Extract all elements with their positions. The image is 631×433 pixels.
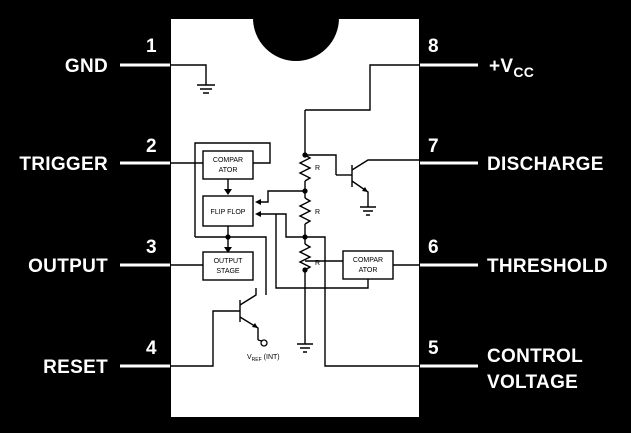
pin-8-label: +VCC (489, 56, 534, 80)
gnd-symbol-pin1 (170, 64, 215, 94)
pin-7-label: DISCHARGE (487, 154, 604, 175)
pin-1-number: 1 (146, 36, 157, 57)
pin-6-label: THRESHOLD (487, 256, 608, 277)
chip-body (169, 17, 421, 419)
flip-flop-block: FLIP FLOP (202, 195, 254, 227)
output-stage-line1: OUTPUT (214, 258, 244, 265)
discharge-transistor (336, 159, 420, 216)
pin-7-number: 7 (428, 136, 439, 157)
reset-transistor (239, 288, 268, 347)
resistor-label-1: R (315, 165, 320, 172)
vcc-wire (305, 64, 420, 111)
pin-5-label-line1: CONTROL (487, 346, 583, 367)
pin-5-number: 5 (428, 338, 439, 359)
vref-terminal (260, 339, 268, 347)
output-stage-block: OUTPUT STAGE (202, 251, 254, 281)
resistor-label-2: R (315, 209, 320, 216)
vref-label: VREF(INT) (247, 354, 280, 363)
output-stage-line2: STAGE (216, 268, 240, 275)
pin-3-number: 3 (146, 237, 157, 258)
resistor-2 (298, 197, 312, 225)
pin-5-label-line2: VOLTAGE (487, 372, 578, 393)
gnd-symbol-divider (297, 343, 313, 353)
gnd-symbol-discharge (360, 206, 376, 216)
pin-4-number: 4 (146, 338, 157, 359)
junction-r3-bottom (302, 267, 308, 273)
resistor-3 (298, 243, 312, 271)
internal-schematic: R R R COMPAR ATOR FLIP FLOP (170, 64, 420, 367)
comparator-threshold-block: COMPAR ATOR (342, 250, 394, 280)
pin-1-label: GND (65, 56, 108, 77)
pin-4-label: RESET (43, 357, 108, 378)
pin-6-number: 6 (428, 237, 439, 258)
pin-3-label: OUTPUT (28, 256, 108, 277)
pin-2-number: 2 (146, 136, 157, 157)
comparator-threshold-line1: COMPAR (353, 257, 383, 264)
comparator-trigger-block: COMPAR ATOR (202, 150, 254, 180)
flip-flop-label: FLIP FLOP (211, 209, 246, 216)
comparator-threshold-line2: ATOR (359, 267, 378, 274)
comparator-trigger-line1: COMPAR (213, 157, 243, 164)
pin-2-label: TRIGGER (19, 154, 108, 175)
comparator-trigger-line2: ATOR (219, 167, 238, 174)
resistor-label-3: R (315, 260, 320, 267)
control-voltage-wire (305, 236, 420, 367)
pin-8-number: 8 (428, 36, 439, 57)
resistor-1 (298, 154, 312, 182)
